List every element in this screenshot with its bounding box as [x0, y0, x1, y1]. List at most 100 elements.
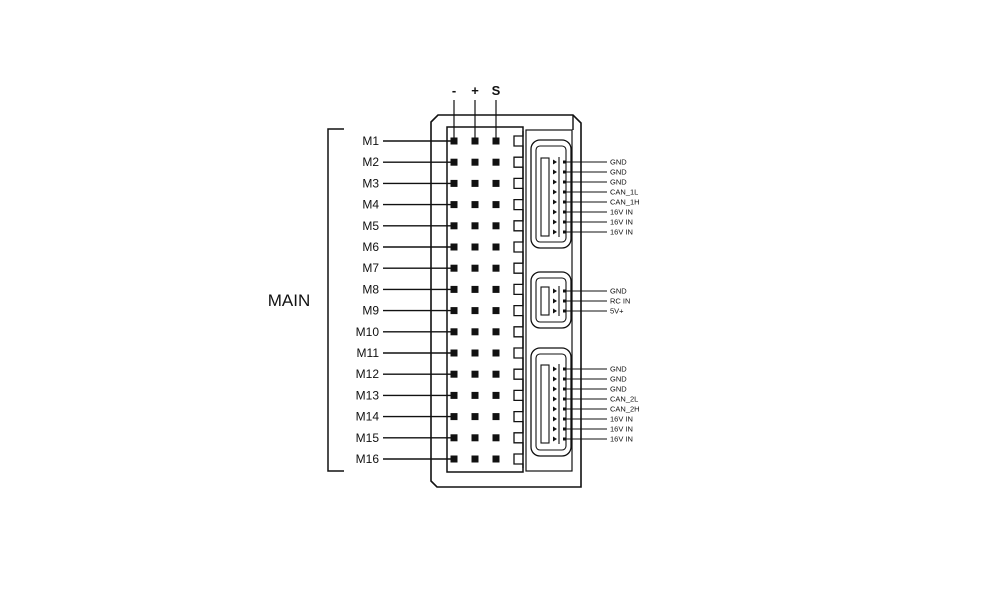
- header-pin-signal: [492, 307, 500, 315]
- output-label: M13: [356, 388, 380, 402]
- connector-pin-marker: [553, 159, 557, 165]
- connector-pin-dot: [563, 299, 566, 303]
- connector-pin-marker: [553, 288, 557, 294]
- header-pin-signal: [492, 370, 500, 378]
- output-row: M9: [362, 304, 500, 318]
- output-label: M10: [356, 325, 380, 339]
- header-pin-gnd: [450, 370, 458, 378]
- connector-shell: [530, 347, 572, 457]
- connector-pin-marker: [553, 406, 557, 412]
- connector-pin-marker: [553, 179, 557, 185]
- connector-pin-dot: [563, 397, 566, 401]
- header-pin-signal: [492, 434, 500, 442]
- header-pin-signal: [492, 349, 500, 357]
- header-pin-gnd: [450, 391, 458, 399]
- output-row: M6: [362, 240, 500, 254]
- board-housing: [430, 114, 582, 488]
- connector-pin-label: 16V IN: [610, 435, 633, 444]
- connector-pin-label: 16V IN: [610, 415, 633, 424]
- connector-pin-dot: [563, 160, 566, 164]
- connector-pin-label: GND: [610, 365, 627, 374]
- output-label: M8: [362, 282, 379, 296]
- header-pin-signal: [492, 328, 500, 336]
- connector-shell: [530, 271, 572, 329]
- connector-pin-dot: [563, 417, 566, 421]
- header-pin-signal: [492, 158, 500, 166]
- connector-pin-label: 5V+: [610, 307, 624, 316]
- connector-pin-dot: [563, 367, 566, 371]
- header-pin-gnd: [450, 434, 458, 442]
- connector-pin-label: CAN_1L: [610, 188, 638, 197]
- output-label: M5: [362, 219, 379, 233]
- output-row: M11: [357, 346, 500, 360]
- header-pin-gnd: [450, 307, 458, 315]
- output-row: M2: [362, 155, 500, 169]
- connector-pin-label: GND: [610, 287, 627, 296]
- output-label: M3: [362, 176, 379, 190]
- servo-header-block: [446, 126, 524, 473]
- connector-pin-label: CAN_2L: [610, 395, 638, 404]
- column-headers: -+S: [452, 83, 501, 141]
- header-pin-power: [471, 307, 479, 315]
- header-pin-gnd: [450, 137, 458, 145]
- header-pin-gnd: [450, 179, 458, 187]
- connector-pin-label: GND: [610, 168, 627, 177]
- connector-latch: [540, 364, 550, 444]
- header-pin-power: [471, 370, 479, 378]
- output-row: M13: [356, 388, 500, 402]
- output-label: M4: [362, 198, 379, 212]
- output-label: M15: [356, 431, 380, 445]
- connector-pin-dot: [563, 190, 566, 194]
- connector-pin-marker: [553, 396, 557, 402]
- header-pin-signal: [492, 201, 500, 209]
- connector-pin-marker: [553, 199, 557, 205]
- connector-pin-label: GND: [610, 385, 627, 394]
- header-pin-power: [471, 328, 479, 336]
- output-row: M16: [356, 452, 500, 466]
- header-pin-gnd: [450, 201, 458, 209]
- header-pin-signal: [492, 137, 500, 145]
- connector-pin-marker: [553, 219, 557, 225]
- connector-pin-label: 16V IN: [610, 208, 633, 217]
- header-pin-power: [471, 243, 479, 251]
- connector-pin-label: GND: [610, 158, 627, 167]
- header-pin-signal: [492, 285, 500, 293]
- output-label: M14: [356, 410, 380, 424]
- connector-pin-marker: [553, 169, 557, 175]
- connector-pin-marker: [553, 426, 557, 432]
- header-pin-gnd: [450, 413, 458, 421]
- connector-pin-marker: [553, 209, 557, 215]
- output-row: M3: [362, 176, 500, 190]
- connector-pin-marker: [553, 386, 557, 392]
- header-pin-signal: [492, 413, 500, 421]
- header-pin-power: [471, 349, 479, 357]
- header-pin-gnd: [450, 349, 458, 357]
- header-pin-power: [471, 391, 479, 399]
- output-label: M11: [357, 346, 380, 360]
- header-pin-gnd: [450, 158, 458, 166]
- header-pin-signal: [492, 243, 500, 251]
- output-row: M7: [362, 261, 500, 275]
- column-header-1: -: [452, 83, 456, 98]
- output-row: M8: [362, 282, 500, 296]
- connector-pin-marker: [553, 298, 557, 304]
- connector-pin-dot: [563, 289, 566, 293]
- main-bracket: [327, 128, 344, 472]
- connector-pin-dot: [563, 387, 566, 391]
- connector-cavity: [535, 353, 567, 451]
- output-label: M2: [362, 155, 379, 169]
- connector-pin-dot: [563, 437, 566, 441]
- connector-pin-label: 16V IN: [610, 218, 633, 227]
- connector-pin-dot: [563, 377, 566, 381]
- connector-pin-label: GND: [610, 178, 627, 187]
- output-row: M1: [362, 134, 500, 148]
- header-comb: [513, 131, 524, 468]
- header-pin-power: [471, 222, 479, 230]
- output-row: M5: [362, 219, 500, 233]
- output-row: M15: [356, 431, 500, 445]
- main-label: MAIN: [268, 291, 311, 310]
